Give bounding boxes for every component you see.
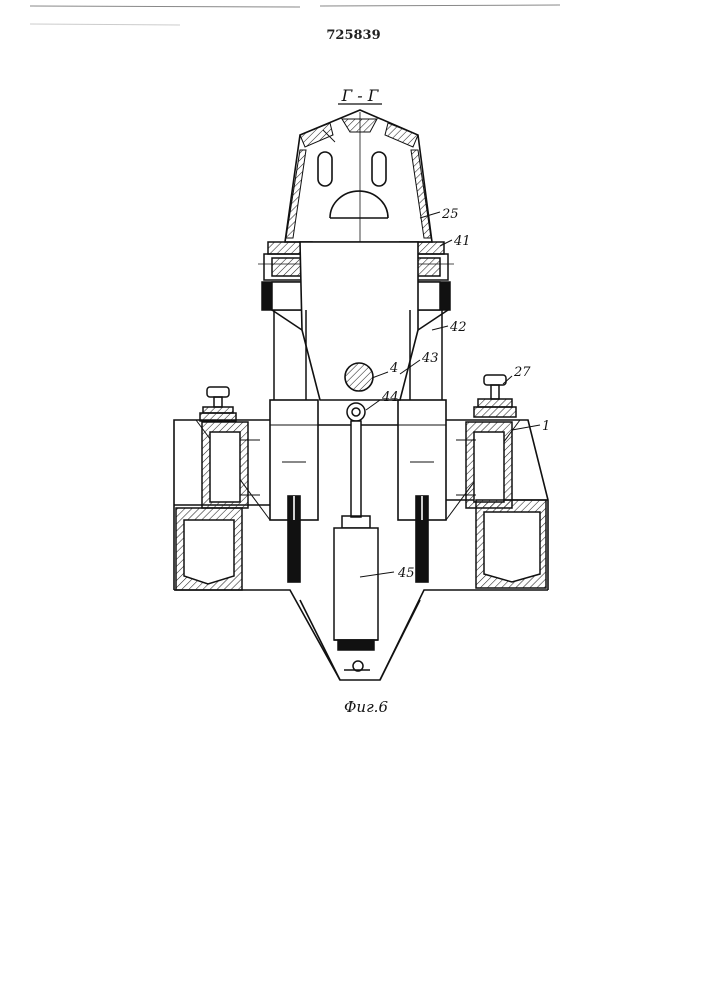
scan-noise (30, 5, 560, 25)
link-and-cylinder (334, 403, 378, 671)
callout-45: 45 (397, 566, 415, 581)
callout-1: 1 (542, 419, 550, 434)
callout-4: 4 (389, 361, 398, 376)
rail-right (474, 375, 516, 417)
figure-caption: Фиг.6 (344, 698, 388, 716)
callout-41: 41 (453, 234, 471, 249)
callout-42: 42 (449, 320, 467, 335)
callout-44: 44 (381, 390, 399, 405)
rail-left (200, 387, 236, 421)
section-label: Г - Г (341, 86, 380, 105)
rail-box-left (176, 422, 260, 590)
callout-25: 25 (441, 207, 459, 222)
rail-box-right (456, 422, 546, 588)
callout-43: 43 (421, 351, 439, 366)
callout-27: 27 (513, 365, 531, 380)
